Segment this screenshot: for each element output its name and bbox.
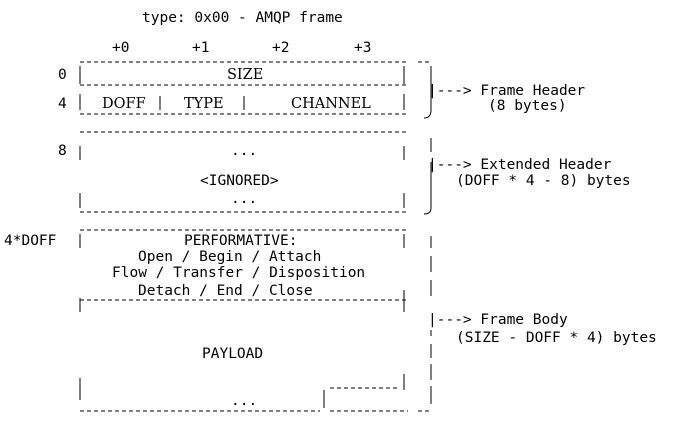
row-offset-4doff: 4*DOFF xyxy=(4,233,57,249)
performative-open-begin-attach: Open / Begin / Attach xyxy=(138,249,322,265)
performative-label: PERFORMATIVE: xyxy=(184,233,298,249)
annot-extended-brace xyxy=(423,162,432,215)
extended-header-arrow: |---> Extended Header xyxy=(428,157,612,173)
body-dots-bottom: ... xyxy=(231,393,258,409)
extended-header-size: (DOFF * 4 - 8) bytes xyxy=(456,173,631,189)
extended-dots-bottom: ... xyxy=(231,191,258,207)
doff-field: DOFF xyxy=(102,96,146,112)
row-offset-4: 4 xyxy=(58,96,67,112)
performative-flow-transfer-disposition: Flow / Transfer / Disposition xyxy=(112,265,366,281)
performative-detach-end-close: Detach / End / Close xyxy=(138,283,313,299)
byte-offset-3: +3 xyxy=(354,40,372,56)
diagram-title: type: 0x00 - AMQP frame xyxy=(142,10,343,26)
byte-offset-2: +2 xyxy=(272,40,290,56)
payload-field: PAYLOAD xyxy=(202,346,264,362)
row-offset-8: 8 xyxy=(58,143,67,159)
frame-header-size: (8 bytes) xyxy=(488,98,567,114)
annot-header-brace xyxy=(423,66,432,119)
ignored-field: <IGNORED> xyxy=(200,173,279,189)
byte-offset-0: +0 xyxy=(112,40,130,56)
extended-dots-top: ... xyxy=(231,143,258,159)
frame-body-arrow: |---> Frame Body xyxy=(428,312,568,328)
size-field: SIZE xyxy=(227,67,264,83)
row-offset-0: 0 xyxy=(58,67,67,83)
frame-body-size: (SIZE - DOFF * 4) bytes xyxy=(456,330,657,346)
channel-field: CHANNEL xyxy=(291,96,371,112)
type-field: TYPE xyxy=(184,96,224,112)
frame-header-arrow: |---> Frame Header xyxy=(428,83,586,99)
byte-offset-1: +1 xyxy=(192,40,210,56)
